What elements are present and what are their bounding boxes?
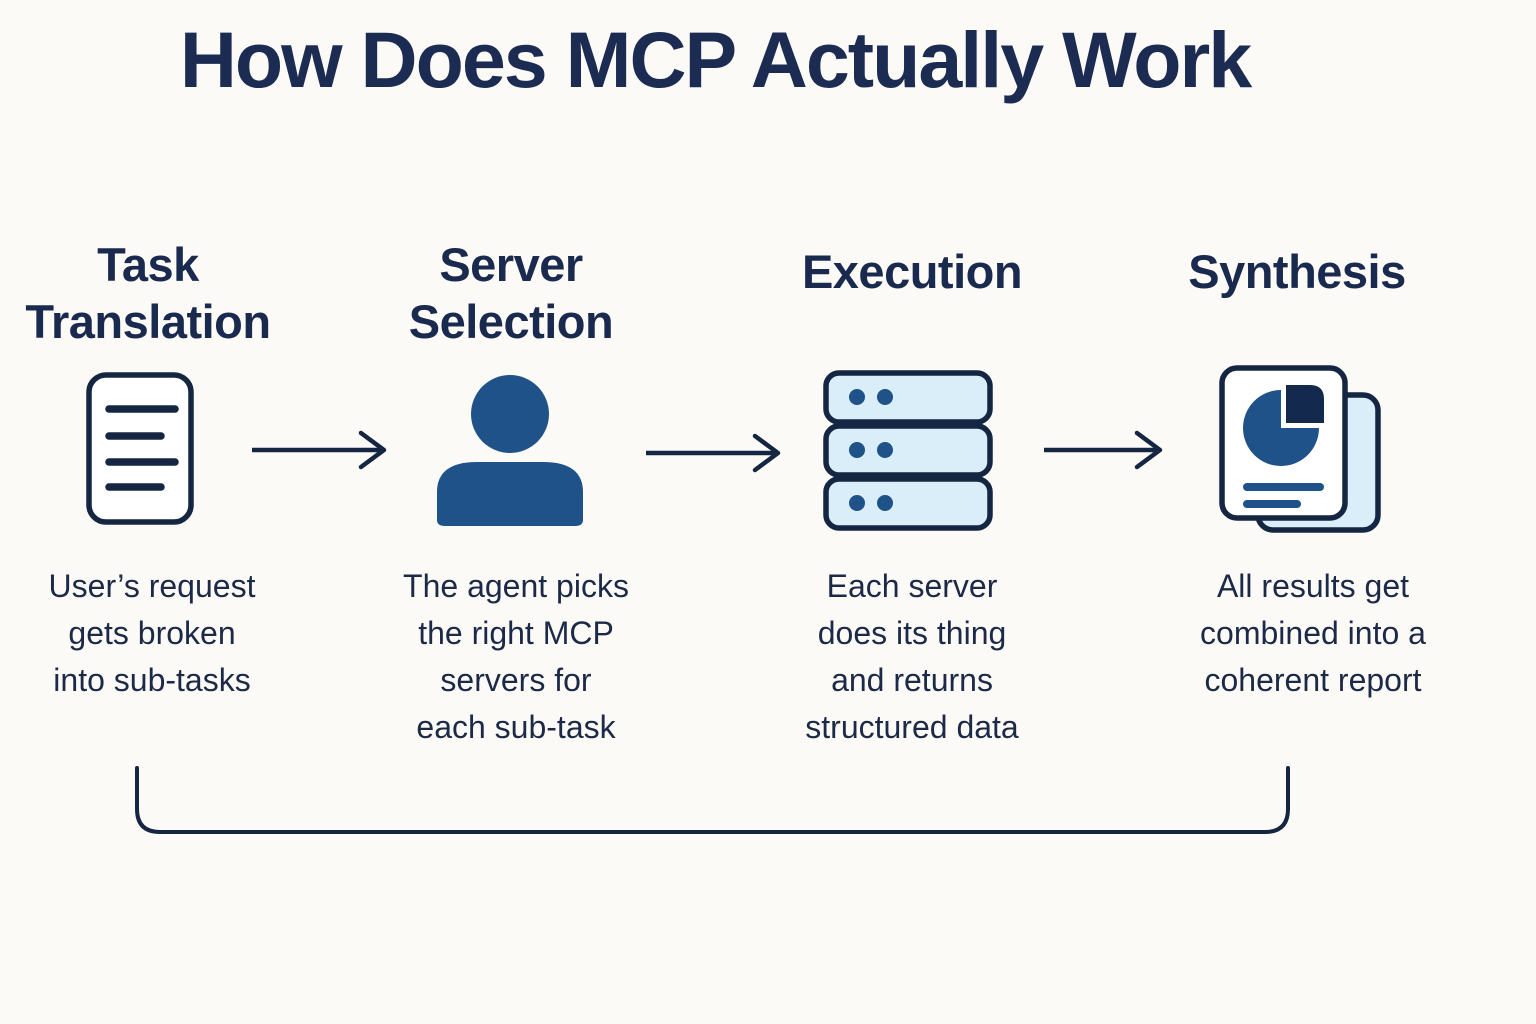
stage-title-execution: Execution bbox=[801, 245, 1023, 298]
stage-title-task-translation: Task Translation bbox=[25, 238, 271, 348]
stage-description-task-translation: User’s request gets broken into sub-task… bbox=[48, 568, 256, 698]
report-icon bbox=[1218, 365, 1383, 533]
stage-title-synthesis: Synthesis bbox=[1188, 245, 1406, 298]
flow-arrow-2 bbox=[645, 433, 781, 473]
stage-description-synthesis: All results get combined into a coherent… bbox=[1200, 568, 1426, 698]
stage-title-server-selection: Server Selection bbox=[408, 238, 614, 348]
loop-back-connector bbox=[130, 760, 1296, 842]
document-icon bbox=[85, 371, 195, 526]
flow-arrow-1 bbox=[251, 430, 387, 470]
stage-description-execution: Each server does its thing and returns s… bbox=[805, 568, 1019, 745]
server-stack-icon bbox=[823, 370, 993, 531]
page-title: How Does MCP Actually Work bbox=[179, 15, 1252, 104]
flow-arrow-3 bbox=[1043, 430, 1163, 470]
stage-description-server-selection: The agent picks the right MCP servers fo… bbox=[403, 568, 629, 745]
agent-user-icon bbox=[435, 374, 585, 526]
